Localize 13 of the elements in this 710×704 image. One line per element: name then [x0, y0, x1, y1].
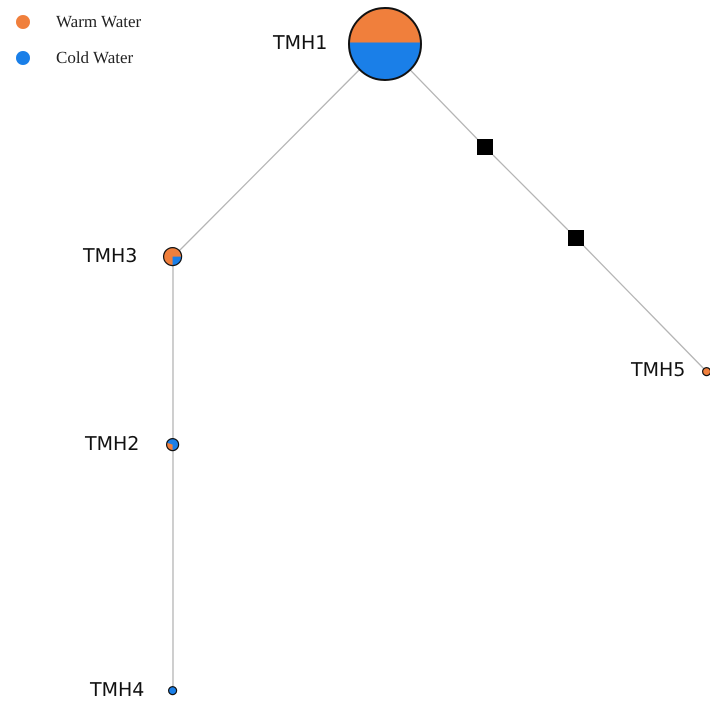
- haplotype-label: TMH1: [273, 34, 328, 53]
- connector-line: [172, 451, 174, 687]
- connector-line: [410, 69, 478, 140]
- connector-line: [172, 266, 174, 439]
- legend-label: Cold Water: [56, 49, 134, 66]
- legend-label: Warm Water: [56, 13, 142, 30]
- haplotype-label: TMH5: [631, 361, 686, 380]
- haplotype-label: TMH2: [85, 435, 140, 454]
- haplotype-label: TMH4: [90, 681, 144, 700]
- connector-line: [492, 154, 568, 230]
- haplotype-label: TMH3: [83, 247, 138, 266]
- connector-line: [583, 246, 705, 370]
- connector-line: [178, 69, 360, 252]
